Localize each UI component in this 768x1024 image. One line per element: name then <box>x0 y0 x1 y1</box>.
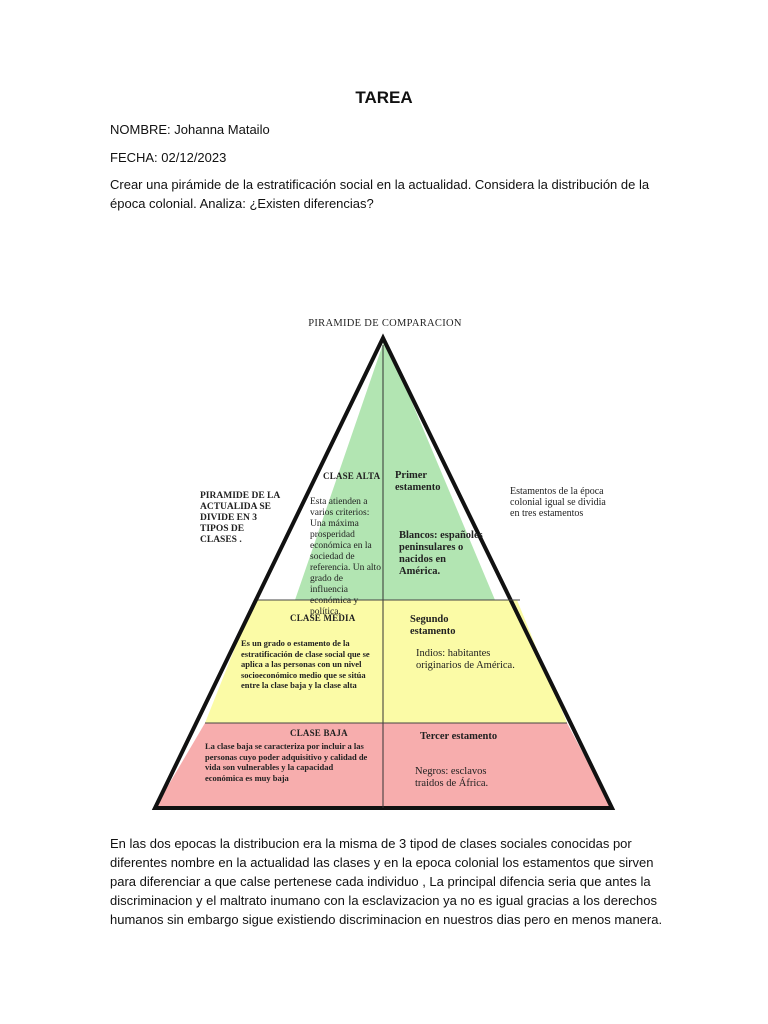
tercer-estamento-label: Tercer estamento <box>420 731 498 742</box>
right-note: Estamentos de la época colonial igual se… <box>510 486 606 519</box>
pyramid-top-band <box>295 338 495 600</box>
segundo-estamento-label: Segundo estamento <box>410 614 456 637</box>
clase-media-text: Es un grado o estamento de la estratific… <box>241 638 370 690</box>
date-line: FECHA: 02/12/2023 <box>110 150 227 165</box>
instructions-paragraph: Crear una pirámide de la estratificación… <box>110 177 650 211</box>
name-line: NOMBRE: Johanna Matailo <box>110 122 270 137</box>
left-note: PIRAMIDE DE LA ACTUALIDA SE DIVIDE EN 3 … <box>200 491 280 545</box>
clase-baja-text: La clase baja se caracteriza por incluir… <box>205 741 368 783</box>
primer-estamento-label: Primer estamento <box>395 470 441 493</box>
primer-estamento-text: Blancos: españoles peninsulares o nacido… <box>399 530 483 577</box>
clase-alta-label: CLASE ALTA <box>323 471 381 481</box>
figure-title: PIRAMIDE DE COMPARACION <box>308 318 462 329</box>
clase-baja-label: CLASE BAJA <box>290 728 348 738</box>
segundo-estamento-text: Indios: habitantes originarios de Améric… <box>416 648 515 671</box>
clase-alta-text: Esta atienden a varios criterios: Una má… <box>310 497 381 617</box>
conclusion-paragraph: En las dos epocas la distribucion era la… <box>110 836 663 927</box>
tercer-estamento-text: Negros: esclavos traidos de África. <box>415 766 489 789</box>
pyramid-middle-band <box>205 600 567 723</box>
page-title: TAREA <box>355 88 413 107</box>
clase-media-label: CLASE MEDIA <box>290 613 356 623</box>
